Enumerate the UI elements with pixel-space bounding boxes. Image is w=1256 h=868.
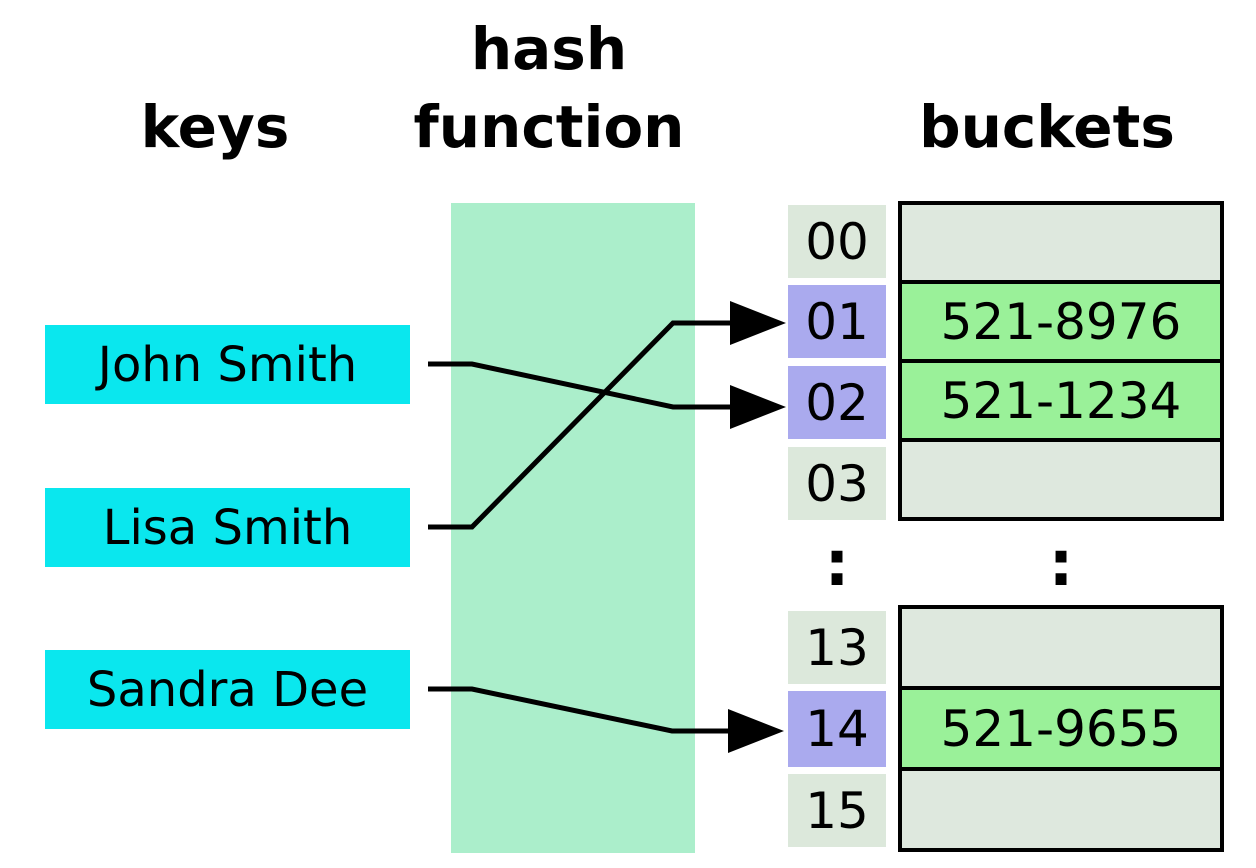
key-label: Sandra Dee bbox=[86, 661, 369, 718]
bucket-value: 521-9655 bbox=[940, 699, 1182, 758]
index-label: 02 bbox=[805, 373, 869, 432]
bucket-value: 521-1234 bbox=[940, 371, 1182, 430]
index-ellipsis: : bbox=[824, 526, 850, 600]
hash-function-box bbox=[451, 203, 695, 853]
index-cell-03: 03 bbox=[788, 447, 886, 520]
index-label: 03 bbox=[805, 454, 869, 513]
index-cell-00: 00 bbox=[788, 205, 886, 278]
keys-title: keys bbox=[140, 93, 290, 161]
index-cell-02: 02 bbox=[788, 366, 886, 439]
key-box-john-smith: John Smith bbox=[45, 325, 410, 404]
arrow-john-smith-head-icon bbox=[730, 385, 786, 429]
key-label: Lisa Smith bbox=[102, 499, 353, 556]
buckets-ellipsis: : bbox=[1048, 526, 1074, 600]
arrow-sandra-dee-head-icon bbox=[728, 709, 784, 753]
key-label: John Smith bbox=[97, 336, 358, 393]
bucket-row-00 bbox=[902, 205, 1220, 280]
index-label: 00 bbox=[805, 212, 869, 271]
bucket-table-bottom: 521-9655 bbox=[898, 605, 1224, 852]
index-cell-15: 15 bbox=[788, 774, 886, 847]
bucket-row-03 bbox=[902, 438, 1220, 517]
index-label: 01 bbox=[805, 292, 869, 351]
index-label: 13 bbox=[805, 618, 869, 677]
key-box-lisa-smith: Lisa Smith bbox=[45, 488, 410, 567]
bucket-row-13 bbox=[902, 609, 1220, 686]
bucket-row-14: 521-9655 bbox=[902, 686, 1220, 767]
bucket-value: 521-8976 bbox=[940, 292, 1182, 351]
index-cell-01: 01 bbox=[788, 285, 886, 358]
key-box-sandra-dee: Sandra Dee bbox=[45, 650, 410, 729]
bucket-table-top: 521-8976 521-1234 bbox=[898, 201, 1224, 521]
hash-function-title: hash function bbox=[413, 15, 685, 161]
index-label: 14 bbox=[805, 700, 869, 758]
index-cell-13: 13 bbox=[788, 611, 886, 684]
buckets-title: buckets bbox=[919, 93, 1175, 161]
index-cell-14: 14 bbox=[788, 691, 886, 767]
bucket-row-02: 521-1234 bbox=[902, 359, 1220, 438]
arrow-lisa-smith-head-icon bbox=[730, 301, 786, 345]
index-label: 15 bbox=[805, 781, 869, 840]
bucket-row-01: 521-8976 bbox=[902, 280, 1220, 359]
bucket-row-15 bbox=[902, 767, 1220, 848]
